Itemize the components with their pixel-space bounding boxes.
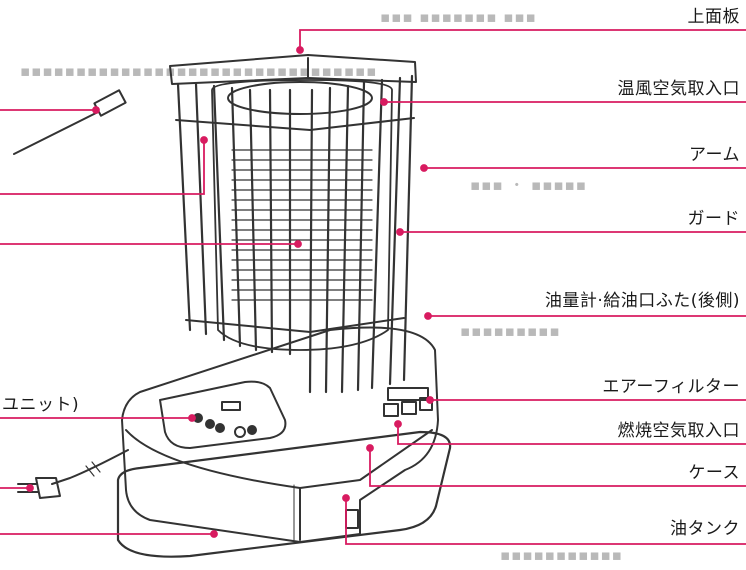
cleaning-brush-icon <box>13 89 127 155</box>
bleed-through-text: ▪▪▪▪▪▪▪▪▪▪▪ <box>500 546 623 564</box>
leader-case <box>369 448 746 487</box>
control-panel <box>159 380 287 449</box>
guard-bars <box>176 74 414 394</box>
label-air-filter: エアーフィルター <box>600 376 742 398</box>
label-warm-air-intake: 温風空気取入口 <box>615 78 742 100</box>
label-combustion-air-intake: 燃焼空気取入口 <box>615 420 742 442</box>
label-guard: ガード <box>685 208 742 230</box>
bleed-through-text: ▪▪▪ ▪▪▪▪▪▪▪ ▪▪▪ <box>380 8 537 26</box>
burner-cylinder <box>211 79 393 351</box>
bleed-through-text: ▪▪▪ ・ ▪▪▪▪▪ <box>470 176 587 194</box>
bleed-through-text: ▪▪▪▪▪▪▪▪▪ <box>460 322 561 340</box>
base-tray <box>116 430 452 558</box>
leader-top-panel <box>299 29 746 50</box>
power-plug-icon <box>17 449 129 499</box>
leader-lines <box>0 29 746 545</box>
label-left-unit: ユニット) <box>0 394 82 416</box>
leader-combustion-air <box>397 424 746 445</box>
leader-oil-tank <box>345 498 746 545</box>
bleed-through-text: ▪▪▪▪▪▪▪▪▪▪▪▪▪▪▪▪▪▪▪▪▪▪▪▪▪▪▪▪▪▪▪▪ <box>20 62 378 80</box>
label-top-panel: 上面板 <box>685 6 742 28</box>
label-case: ケース <box>686 462 742 484</box>
top-panel-shape <box>169 54 417 85</box>
leader-left-arm <box>0 140 205 195</box>
label-fuel-gauge: 油量計·給油口ふた(後側) <box>542 290 742 312</box>
label-arm: アーム <box>687 144 742 166</box>
air-filter-vents <box>383 387 433 417</box>
label-oil-tank: 油タンク <box>668 518 742 540</box>
